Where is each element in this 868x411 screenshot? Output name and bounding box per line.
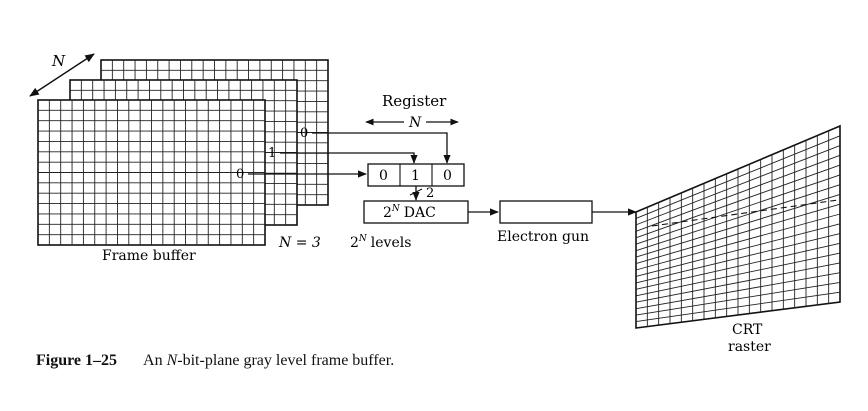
register-bit-2: 0	[443, 168, 452, 184]
crt-label: CRT	[732, 322, 763, 338]
register-width-gap	[404, 113, 426, 129]
register-bit-1: 1	[411, 168, 420, 184]
register-width-label: N	[408, 115, 422, 131]
figure-number: Figure 1–25	[36, 352, 118, 369]
depth-arrow	[29, 53, 95, 97]
depth-label-n: N	[51, 52, 66, 70]
bit-plane-0-output-label: 0	[236, 167, 244, 182]
crt-raster-grid	[635, 124, 841, 329]
wire-plane-2	[312, 132, 451, 164]
register-label: Register	[382, 92, 447, 110]
dac-input-lines-label: 2	[426, 186, 434, 201]
electron-gun-label: Electron gun	[497, 229, 589, 245]
register-bit-0: 0	[379, 168, 388, 184]
caption-text-post: -bit-plane gray level frame buffer.	[177, 352, 395, 369]
bit-plane-front	[37, 99, 266, 246]
caption-text-pre: An	[143, 352, 167, 369]
frame-buffer-label: Frame buffer	[102, 248, 196, 264]
beam-path-dashed	[651, 199, 839, 227]
electron-gun-box	[499, 200, 593, 224]
bit-plane-1-output-label: 1	[268, 146, 276, 161]
figure-caption: Figure 1–25 An N-bit-plane gray level fra…	[36, 352, 394, 370]
caption-text-var: N	[166, 352, 178, 369]
bit-depth-label: N = 3	[278, 235, 321, 251]
wire-plane-1	[280, 152, 418, 164]
raster-label: raster	[728, 339, 771, 355]
bit-plane-2-output-label: 0	[300, 126, 308, 141]
